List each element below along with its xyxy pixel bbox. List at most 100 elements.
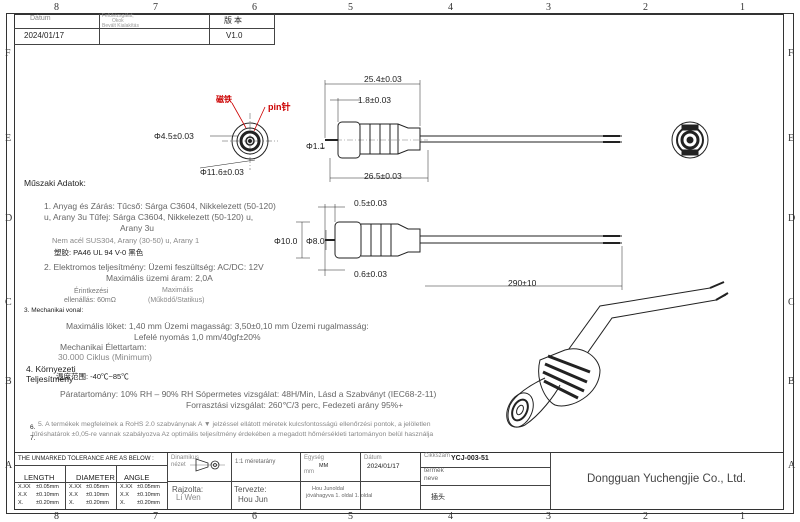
zone-label-left: F <box>5 48 11 59</box>
connector-side-view-middle <box>325 221 622 259</box>
callout-pin: pin针 <box>268 102 291 112</box>
revision-version-label: 版 本 <box>224 16 242 25</box>
dim-overall: 25.4±0.03 <box>364 74 402 84</box>
zone-label-left: D <box>5 213 13 224</box>
zone-label-bottom: 6 <box>252 511 257 522</box>
zone-label-bottom: 5 <box>348 511 353 522</box>
spec-line: Nem acél SUS304, Arany (30-50) u, Arany … <box>52 236 200 245</box>
spec-line: Érintkezési <box>74 288 109 295</box>
zone-label-right: F <box>788 48 794 59</box>
connector-isometric-view <box>506 281 729 428</box>
spec-line: Maximális löket: 1,40 mm Üzemi magasság:… <box>66 321 369 331</box>
company-name: Dongguan Yuchengjie Co., Ltd. <box>587 473 746 485</box>
page-value: jóváhagyva 1. oldal 1. oldal <box>306 493 373 499</box>
zone-label-left: B <box>5 376 12 387</box>
spec-line: Maximális <box>162 287 194 294</box>
zone-label-top: 1 <box>740 2 745 13</box>
spec-line: 3. Mechanikai vonal: <box>24 307 84 314</box>
tolerance-title: THE UNMARKED TOLERANCE ARE AS BELOW : <box>18 456 154 462</box>
spec-line: 6. <box>30 424 36 431</box>
dim-265: 26.5±0.03 <box>364 171 402 181</box>
drawer-value: Li Wen <box>176 493 201 502</box>
tolerance-length-label: LENGTH <box>24 473 55 482</box>
dim-18: 1.8±0.03 <box>358 95 392 105</box>
spec-line: 塑胶: PA46 UL 94 V-0 黑色 <box>54 248 144 257</box>
callout-leaders <box>231 102 266 132</box>
tolerance-cell: ±0.10mm <box>36 492 59 498</box>
drawing-frame <box>6 13 794 514</box>
dim-06: 0.6±0.03 <box>354 269 388 279</box>
tolerance-cell: X. <box>120 500 126 506</box>
revision-version-value: V1.0 <box>226 31 243 40</box>
spec-line: Forrasztási vizsgálat: 260℃/3 perc, Fede… <box>186 400 404 410</box>
spec-line: 1. Anyag és Zárás: Tűcső: Sárga C3604, N… <box>44 201 276 211</box>
zone-label-top: 3 <box>546 2 551 13</box>
spec-line: 7. <box>30 435 36 442</box>
zone-label-top: 6 <box>252 2 257 13</box>
page-label: Hou Junoldal <box>312 486 345 492</box>
spec-line: Lefelé nyomás 1,0 mm/40gf±20% <box>134 332 261 342</box>
zone-label-top: 7 <box>153 2 158 13</box>
zone-label-bottom: 7 <box>153 511 158 522</box>
tolerance-cell: ±0.20mm <box>36 500 59 506</box>
zone-label-top: 5 <box>348 2 353 13</box>
designer-label: Tervezte: <box>234 485 267 494</box>
zone-label-bottom: 3 <box>546 511 551 522</box>
callout-magnet: 磁铁 <box>216 95 232 104</box>
connector-front-view <box>222 113 278 170</box>
revision-table: Dátum Felülvizsgálat; Okok Bevált Kialak… <box>14 14 275 45</box>
dim-phi45: Φ4.5±0.03 <box>154 131 194 141</box>
zone-label-right: D <box>788 213 796 224</box>
tolerance-cell: X.X <box>120 492 129 498</box>
zone-label-top: 8 <box>54 2 59 13</box>
tolerance-angle-label: ANGLE <box>124 473 150 482</box>
connector-side-view-top <box>325 121 622 159</box>
dim-290: 290±10 <box>508 278 537 288</box>
spec-line: Mechanikai Élettartam: <box>60 342 147 352</box>
spec-line: (Működő/Statikus) <box>148 297 205 304</box>
revision-change-label: Felülvizsgálat; Okok Bevált Kialakítás <box>102 13 139 29</box>
dim-phi11: Φ1.1 <box>306 141 325 151</box>
zone-label-bottom: 4 <box>448 511 453 522</box>
spec-line: u, Arany 3u Tűfej: Sárga C3604, Nikkelez… <box>44 212 254 222</box>
revision-date-label: Dátum <box>30 15 51 22</box>
spec-line: 30.000 Ciklus (Minimum) <box>58 352 152 362</box>
spec-line: tűréshatárok ±0,05-re vannak szabályozva… <box>32 431 434 438</box>
zone-label-bottom: 2 <box>643 511 648 522</box>
tolerance-cell: X.X <box>18 492 27 498</box>
zone-label-top: 4 <box>448 2 453 13</box>
tolerance-cell: X.XX <box>69 484 82 490</box>
specs-heading: Műszaki Adatok: <box>24 178 86 188</box>
title-block: THE UNMARKED TOLERANCE ARE AS BELOW : LE… <box>14 452 784 509</box>
connector-end-view-right <box>671 121 709 159</box>
zone-label-right: B <box>788 376 795 387</box>
zone-label-left: C <box>5 297 12 308</box>
revision-date-value: 2024/01/17 <box>24 31 65 40</box>
scale-cell: 1:1 méretarány <box>231 453 301 509</box>
tolerance-cell: X. <box>69 500 75 506</box>
tolerance-cell: X. <box>18 500 24 506</box>
tolerance-cell: X.X <box>69 492 78 498</box>
zone-label-bottom: 1 <box>740 511 745 522</box>
dim-05: 0.5±0.03 <box>354 198 388 208</box>
tolerance-cell: ±0.05mm <box>86 484 109 490</box>
projection-symbol <box>190 458 225 472</box>
tolerance-diameter-label: DIAMETER <box>76 473 115 482</box>
zone-label-left: A <box>5 460 13 471</box>
zone-label-right: A <box>788 460 796 471</box>
tolerance-cell: ±0.10mm <box>137 492 160 498</box>
dim-phi8: Φ8.0 <box>306 236 325 246</box>
spec-line: Arany 3u <box>120 223 155 233</box>
tolerance-cell: X.XX <box>18 484 31 490</box>
spec-line: 5. A termékek megfelelnek a RoHS 2.0 sza… <box>38 421 431 428</box>
spec-line: Maximális üzemi áram: 2,0A <box>106 273 213 283</box>
tolerance-cell: ±0.20mm <box>86 500 109 506</box>
tolerance-cell: ±0.10mm <box>86 492 109 498</box>
company-cell: Dongguan Yuchengjie Co., Ltd. <box>550 453 785 509</box>
spec-line: 4. Környezeti <box>26 364 76 374</box>
spec-line: Páratartomány: 10% RH – 90% RH Sópermete… <box>60 389 437 399</box>
spec-line: 温度范围: -40℃~85℃ <box>56 372 129 381</box>
part-number-cell: Cikkszám YCJ-003-51 termék neve 插头 <box>420 453 551 509</box>
zone-label-bottom: 8 <box>54 511 59 522</box>
